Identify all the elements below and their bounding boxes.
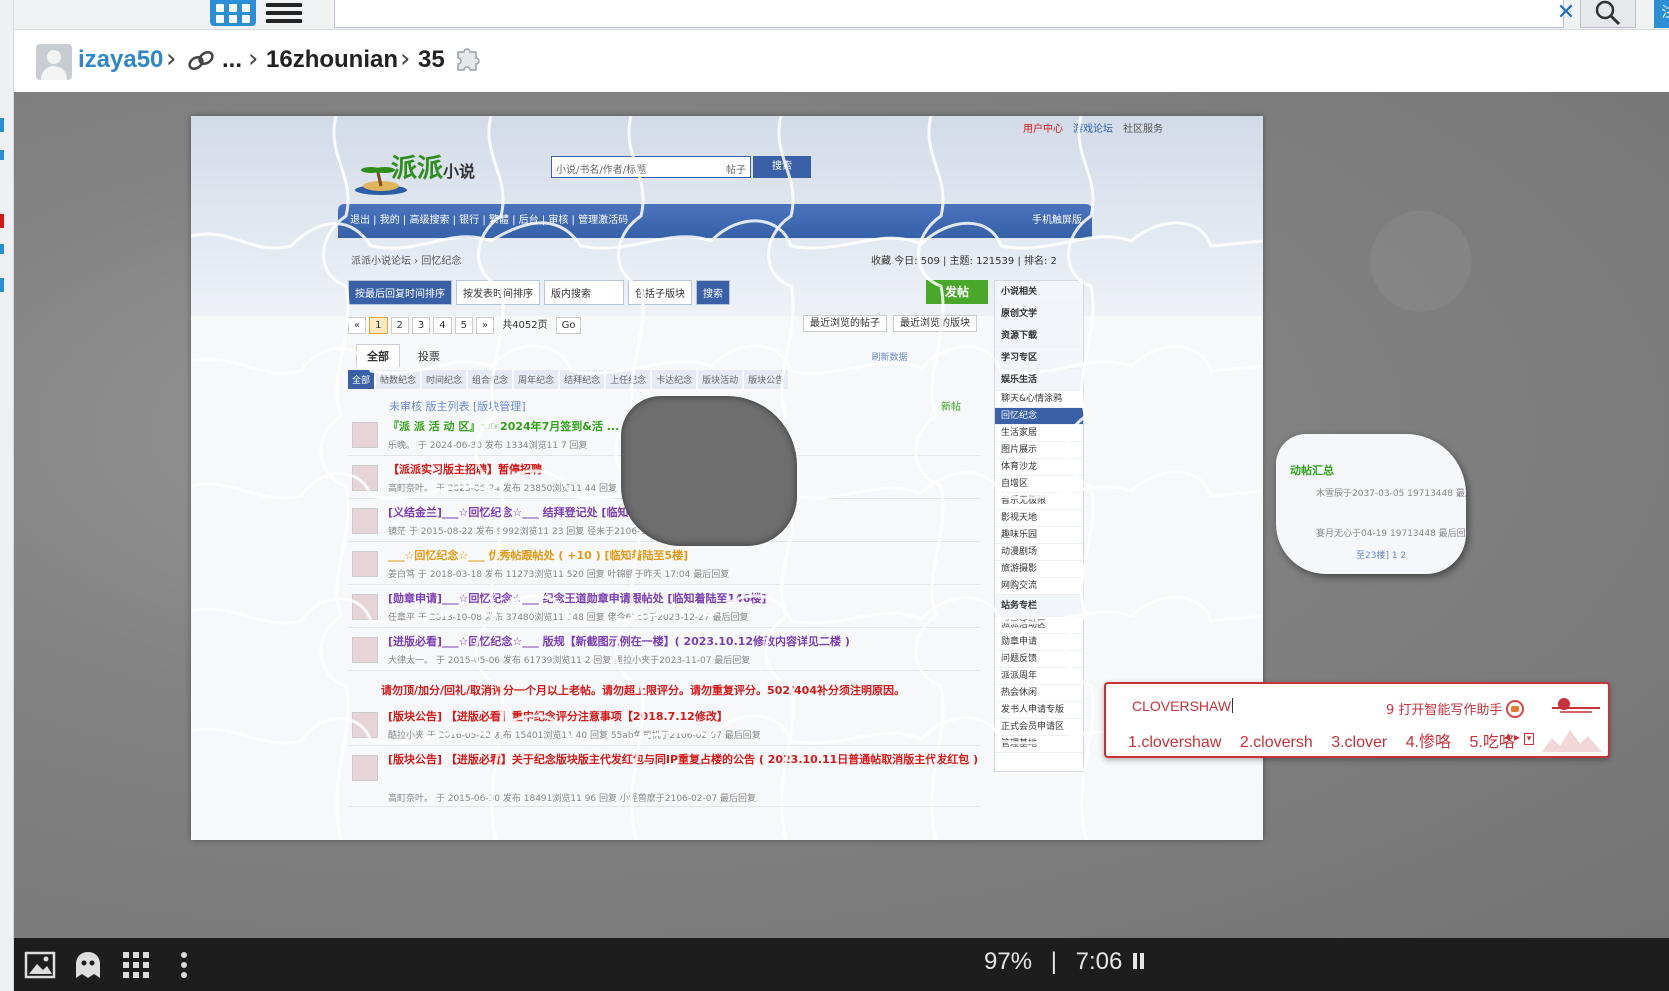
forum-navbar: 退出 | 我的 | 高级搜索 | 银行 | 繁體 | 后台 | 审核 | 管理激…: [338, 204, 1092, 238]
forum-new-tag: 新帖: [941, 402, 961, 413]
loose-puzzle-piece[interactable]: 动帖汇总 木雪辰于2037-03-05 19713448 最后回 宴月无心于04…: [1276, 434, 1466, 574]
sidebar-item: 旅游摄影: [995, 561, 1083, 578]
sidebar-item: 热会休闲: [995, 685, 1083, 702]
sidebar-item: 聊天&心情涂鸦: [995, 391, 1083, 408]
forum-filters: 全部帖数纪念时间纪念组合纪念周年纪念结拜纪念上任纪念卡达纪念版块活动版块公告: [348, 370, 790, 389]
url-bar[interactable]: [334, 0, 1564, 28]
ghost-preview-icon[interactable]: [72, 950, 104, 980]
puzzle-board[interactable]: 用户中心游戏论坛社区服务 派派小说 小说/书名/作者/标题帖子 搜索 退出 | …: [191, 116, 1263, 840]
breadcrumb-ellipsis[interactable]: ...: [222, 46, 243, 73]
ime-candidate[interactable]: 4.惨咯: [1405, 734, 1452, 751]
sidebar-item: 趣味乐园: [995, 527, 1083, 544]
side-panel-tab[interactable]: 注: [1654, 0, 1669, 28]
game-status-bar: 97% | 7:06: [14, 938, 1669, 991]
forum-notice: 请勿顶/加分/回礼/取消评分一个月以上老帖。请勿超上限评分。请勿重复评分。502…: [381, 684, 905, 697]
sidebar-item: 回忆纪念: [995, 408, 1083, 425]
timer: 7:06: [1075, 948, 1123, 975]
link-icon[interactable]: [186, 48, 216, 74]
sidebar-item: 问题反馈: [995, 651, 1083, 668]
puzzle-stage[interactable]: 用户中心游戏论坛社区服务 派派小说 小说/书名/作者/标题帖子 搜索 退出 | …: [14, 92, 1669, 938]
forum-recent: 最近浏览的帖子最近浏览的版块: [803, 314, 977, 332]
table-row: ___☆回忆纪念☆___ 优秀帖跟帖处 ( +10 ) [临知着陆至5楼]姜白笃…: [348, 543, 980, 585]
progress-percent: 97%: [984, 948, 1033, 975]
ime-candidate[interactable]: 1.clovershaw: [1128, 734, 1222, 751]
sidebar-item: 网购交流: [995, 578, 1083, 595]
sidebar-item: 生活家居: [995, 425, 1083, 442]
ime-skin-decoration: [1542, 698, 1602, 752]
sidebar-item: 音乐无极限: [995, 493, 1083, 510]
left-edge-strip: [0, 0, 14, 991]
table-row: [版块公告] 【进版必看】关于纪念版块版主代发红包与同IP重复占楼的公告 ( 2…: [348, 747, 980, 807]
sidebar-item: 娱乐生活: [995, 369, 1083, 391]
search-button[interactable]: [1580, 0, 1636, 28]
ime-assist-link[interactable]: 9 打开智能写作助手: [1386, 699, 1525, 718]
sidebar-item: 资源下载: [995, 325, 1083, 347]
forum-moderator-line: 未审核 版主列表 [版块管理]: [389, 400, 526, 413]
sidebar-item: 影视天地: [995, 510, 1083, 527]
sidebar-item: 管理基地: [995, 736, 1083, 753]
ime-candidate-window[interactable]: CLOVERSHAW 9 打开智能写作助手 1.clovershaw 2.clo…: [1104, 682, 1610, 758]
puzzle-app-icon[interactable]: [210, 0, 256, 26]
sidebar-item: 图片展示: [995, 442, 1083, 459]
table-row: [版块公告] 【进版必看】重申纪念评分注意事项【2018.7.12修改】酷拉小夹…: [348, 704, 980, 746]
ime-page-arrows[interactable]: ◂ ▸ ▾: [1504, 730, 1535, 745]
forum-toplinks: 用户中心游戏论坛社区服务: [1023, 124, 1163, 135]
sidebar-item: 自增区: [995, 476, 1083, 493]
forum-search-button: 搜索: [753, 156, 811, 178]
sidebar-item: 学习专区: [995, 347, 1083, 369]
ime-candidates: 1.clovershaw 2.cloversh 3.clover 4.惨咯 5.…: [1128, 728, 1529, 752]
forum-sort-tabs: 按最后回复时间排序按发表时间排序版内搜索包括子版块搜索: [348, 280, 734, 305]
ime-composition: CLOVERSHAW: [1132, 698, 1234, 714]
sidebar-item: 动漫剧场: [995, 544, 1083, 561]
sidebar-item: 派派活动区: [995, 617, 1083, 634]
forum-breadcrumb: 派派小说论坛 › 回忆纪念: [351, 256, 462, 267]
forum-stats: 收藏 今日: 509 | 主题: 121539 | 排名: 2: [871, 256, 1057, 267]
table-row: [勋章申请]___☆回忆纪念☆___ 纪念王道勋章申请跟帖处 [临知着陆至146…: [348, 586, 980, 628]
forum-search-box: 小说/书名/作者/标题帖子: [551, 156, 751, 178]
breadcrumb-user[interactable]: izaya50: [78, 46, 164, 73]
puzzle-piece-icon[interactable]: [452, 44, 482, 74]
sidebar-item: 小说相关: [995, 281, 1083, 303]
palm-island-icon: [355, 167, 407, 195]
table-row: [进版必看]___☆回忆纪念☆___ 版规【新截图示例在一楼】( 2023.10…: [348, 629, 980, 671]
clear-url-icon[interactable]: ✕: [1556, 0, 1576, 25]
avatar[interactable]: [36, 44, 72, 80]
forum-logo: 派派小说: [391, 154, 476, 184]
chevron-right-icon: ›: [248, 44, 259, 74]
sidebar-item: 勋章申请: [995, 634, 1083, 651]
hamburger-menu-icon[interactable]: [266, 3, 302, 25]
breadcrumb-piece-count: 35: [418, 46, 445, 73]
ime-candidate[interactable]: 5.吃咯: [1469, 734, 1515, 751]
forum-sidebar: 小说相关原创文学资源下载学习专区娱乐生活聊天&心情涂鸦回忆纪念生活家居图片展示体…: [994, 280, 1084, 772]
search-icon: [1595, 0, 1621, 26]
forum-post-button: 发帖: [926, 280, 988, 304]
more-vertical-icon[interactable]: [168, 950, 200, 980]
breadcrumb-album[interactable]: 16zhounian: [266, 46, 399, 73]
assistant-icon: [1506, 700, 1525, 718]
ime-candidate[interactable]: 3.clover: [1331, 734, 1388, 751]
chevron-right-icon: ›: [166, 44, 177, 74]
chevron-right-icon: ›: [400, 44, 411, 74]
url-input[interactable]: [335, 0, 1563, 27]
sidebar-item: 原创文学: [995, 303, 1083, 325]
breadcrumb: izaya50 › ... › 16zhounian › 35: [14, 30, 1669, 92]
forum-subtabs: 全部投票 刷新数据: [356, 344, 926, 367]
image-icon[interactable]: [24, 950, 56, 980]
sidebar-item: 正式会员申请区: [995, 719, 1083, 736]
sidebar-item: 站务专栏: [995, 595, 1083, 617]
game-status: 97% | 7:06: [984, 948, 1145, 976]
pause-icon[interactable]: [1133, 953, 1145, 969]
sidebar-item: 体育沙龙: [995, 459, 1083, 476]
grid-icon[interactable]: [120, 950, 152, 980]
sidebar-item: 派派周年: [995, 668, 1083, 685]
sidebar-item: 发书人申请专版: [995, 702, 1083, 719]
browser-toolbar: ✕ 注: [14, 0, 1669, 30]
missing-piece-slot[interactable]: [621, 396, 797, 546]
ime-candidate[interactable]: 2.cloversh: [1239, 734, 1313, 751]
